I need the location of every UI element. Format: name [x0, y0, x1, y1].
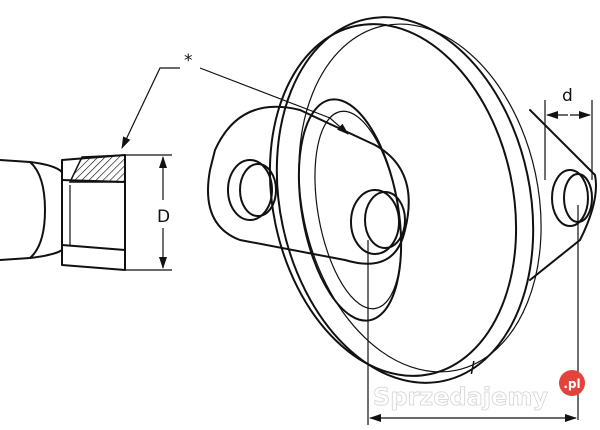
watermark: Sprzedajemy .pl: [373, 370, 585, 411]
marker-label: *: [184, 51, 193, 71]
dimension-D: [125, 154, 172, 271]
label-D: D: [157, 207, 170, 227]
rubber-disc: [268, 16, 542, 384]
marker-leaders: * D: [121, 51, 349, 227]
watermark-badge: [559, 370, 585, 396]
dimension-d: d: [544, 86, 593, 180]
shaft-bushing: [0, 154, 126, 271]
label-l: l: [470, 359, 475, 379]
flange: [207, 105, 597, 281]
label-d: d: [562, 86, 573, 106]
watermark-badge-text: .pl: [563, 377, 580, 391]
watermark-text: Sprzedajemy: [373, 383, 548, 411]
